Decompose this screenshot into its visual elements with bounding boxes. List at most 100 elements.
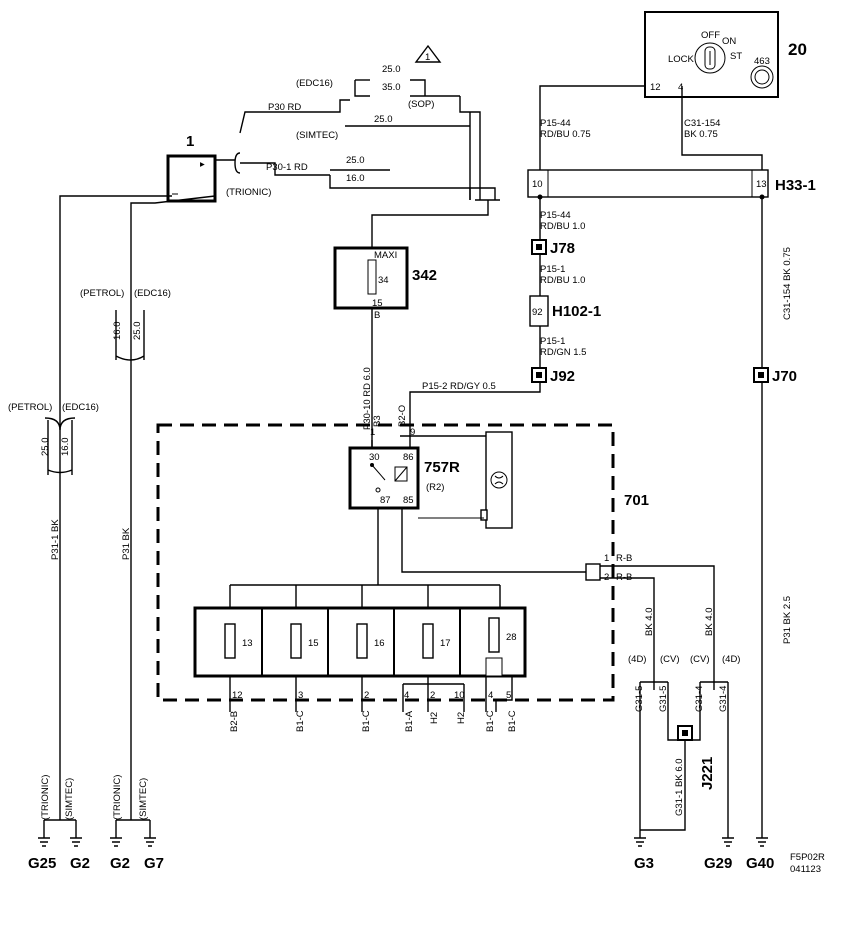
maxi-fuse-342: MAXI 34 15 B [333,246,409,321]
label-h2-b: H2 [456,712,467,724]
relay-757r: 30 86 85 87 [348,446,420,510]
ignition-st-label: ST [730,51,742,62]
trionic-variant-top: (TRIONIC) [226,187,271,198]
variant-cv-right: (CV) [690,654,710,665]
connector-h33-1: 10 13 [527,169,769,200]
pin-4-a: 4 [404,690,409,701]
h33-pin-10: 10 [532,179,543,190]
footer-date: 041123 [790,864,821,875]
petrol-variant-left: (PETROL) [8,402,52,413]
rb-wire-1: R-B [616,553,632,564]
trionic-variant-g25: (TRIONIC) [40,775,51,820]
wire-p31-bk-2-5: P31 BK 2.5 [782,596,793,644]
relay-pin-30: 30 [369,452,380,463]
wire-p15-44-a-color: RD/BU 0.75 [540,129,591,140]
component-701-label: 701 [624,492,649,509]
simtec-edc16-variant-g7: (SIMTEC) [138,778,149,820]
relay-pin-87: 87 [380,495,391,506]
edc16-variant-top: (EDC16) [296,78,333,89]
variant-cv-left: (CV) [660,654,680,665]
pin-2-b: 2 [430,690,435,701]
wire-p30-rd: P30 RD [268,102,301,113]
ground-g2-a: G2 [70,855,90,872]
ground-g3: G3 [634,855,654,872]
h102-pin-92: 92 [532,307,543,318]
wire-g31-4-a: G31-4 [694,686,705,712]
maxi-label: MAXI [374,250,397,261]
simtec-edc16-variant-g2: (SIMTEC) [64,778,75,820]
wire-size-16-top: 16.0 [346,173,365,184]
component-342-label: 342 [412,267,437,284]
component-757r-sub: (R2) [426,482,444,493]
wire-c31-154-a-color: BK 0.75 [684,129,718,140]
ignition-switch: OFF ON LOCK ST 463 12 4 [644,11,779,98]
ignition-lock-label: LOCK [668,54,695,65]
fuse-13: 13 [242,638,253,649]
component-20-label: 20 [788,40,807,59]
footer-code: F5P02R [790,852,825,863]
component-1: ▸ [166,154,217,203]
ground-g7: G7 [144,855,164,872]
relay-pin-85: 85 [403,495,414,506]
fuse-15: 15 [308,638,319,649]
component-j78-label: J78 [550,240,575,257]
component-757r-label: 757R [424,459,460,476]
simtec-variant-top: (SIMTEC) [296,130,338,141]
warning-triangle-icon: 1 [414,44,442,63]
label-b1-c-1: B1-C [295,710,306,732]
svg-text:1: 1 [425,52,430,63]
wire-p15-44-b-color: RD/BU 1.0 [540,221,585,232]
ignition-on-label: ON [722,36,736,47]
wire-size-25-low: 25.0 [346,155,365,166]
connector-b2-o: B2-O [397,405,408,427]
petrol-variant-mid: (PETROL) [80,288,124,299]
label-h2-a: H2 [429,712,440,724]
wire-size-25-mid: 25.0 [374,114,393,125]
wire-p31-1-bk: P31-1 BK [50,519,61,560]
label-b1-c-2: B1-C [361,710,372,732]
wire-size-16-mid: 16.0 [112,322,123,341]
component-1-label: 1 [186,133,194,150]
svg-text:▸: ▸ [200,159,205,170]
pin-3: 3 [298,690,303,701]
connector-b3: B3 [372,415,383,427]
wire-p31-bk: P31 BK [121,527,132,560]
wire-p15-1-a: P15-1 [540,264,565,275]
ground-symbols [38,837,768,847]
fuse-16: 16 [374,638,385,649]
wire-p15-2: P15-2 RD/GY 0.5 [422,381,496,392]
wire-p30-1-rd: P30-1 RD [266,162,308,173]
edc16-variant-mid: (EDC16) [134,288,171,299]
sop-variant: (SOP) [408,99,434,110]
rb-pin-1: 1 [604,553,609,564]
edc16-variant-left: (EDC16) [62,402,99,413]
component-j92-label: J92 [550,368,575,385]
ground-g2-b: G2 [110,855,130,872]
label-b1-c-3: B1-C [485,710,496,732]
pin-4-b: 4 [488,690,493,701]
wire-size-35: 35.0 [382,82,401,93]
wire-p15-1-b: P15-1 [540,336,565,347]
wire-g31-4-b: G31-4 [718,686,729,712]
ignition-off-label: OFF [701,30,720,41]
wire-g31-1: G31-1 BK 6.0 [674,758,685,816]
ignition-number-label: 463 [754,56,770,67]
ground-g25: G25 [28,855,56,872]
fan-motor-icon [480,431,513,529]
component-j70-label: J70 [772,368,797,385]
component-h102-label: H102-1 [552,303,601,320]
fuse-17: 17 [440,638,451,649]
ignition-pin-12: 12 [650,82,661,93]
component-j221-label: J221 [699,757,716,790]
wire-p15-1-a-color: RD/BU 1.0 [540,275,585,286]
wire-size-16-left: 16.0 [60,438,71,457]
connector-pin-9: 9 [410,427,415,438]
pin-10: 10 [454,690,465,701]
wire-g31-5-b: G31-5 [658,686,669,712]
label-b1-c-4: B1-C [507,710,518,732]
pin-5: 5 [506,690,511,701]
wire-size-25-mid-left: 25.0 [132,322,143,341]
wire-bk-4-a: BK 4.0 [644,607,655,636]
wire-size-25-top: 25.0 [382,64,401,75]
